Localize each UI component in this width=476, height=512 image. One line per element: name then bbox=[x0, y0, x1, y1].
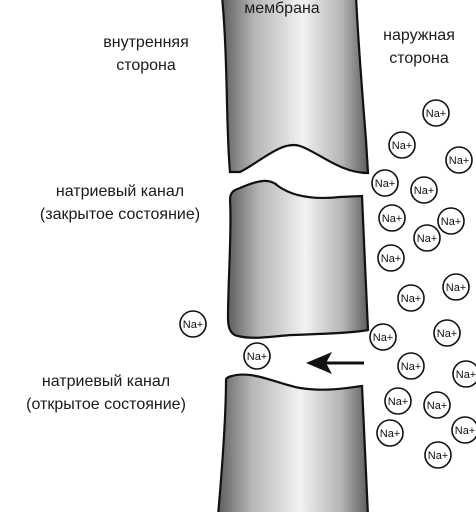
open-channel-label-line2: (открытое состояние) bbox=[26, 396, 186, 413]
open-channel-label-line1: натриевый канал bbox=[42, 373, 170, 390]
svg-text:Na+: Na+ bbox=[414, 185, 435, 197]
na-ion: Na+ bbox=[397, 352, 425, 380]
na-ion-inside: Na+ bbox=[179, 310, 207, 338]
na-ion: Na+ bbox=[452, 360, 476, 388]
na-ion: Na+ bbox=[369, 323, 397, 351]
svg-text:Na+: Na+ bbox=[382, 213, 403, 225]
svg-text:Na+: Na+ bbox=[401, 361, 422, 373]
svg-text:Na+: Na+ bbox=[441, 216, 462, 228]
na-ion: Na+ bbox=[423, 391, 451, 419]
svg-text:Na+: Na+ bbox=[373, 332, 394, 344]
svg-text:Na+: Na+ bbox=[455, 425, 476, 437]
na-ion: Na+ bbox=[376, 419, 404, 447]
na-ion: Na+ bbox=[442, 273, 470, 301]
closed-channel-label-line1: натриевый канал bbox=[56, 183, 184, 200]
svg-text:Na+: Na+ bbox=[456, 369, 476, 381]
svg-text:Na+: Na+ bbox=[392, 140, 413, 152]
na-ion: Na+ bbox=[433, 319, 461, 347]
svg-text:Na+: Na+ bbox=[247, 351, 268, 363]
svg-text:Na+: Na+ bbox=[446, 282, 467, 294]
svg-text:Na+: Na+ bbox=[428, 450, 449, 462]
membrane-bottom-block bbox=[217, 373, 369, 512]
svg-text:Na+: Na+ bbox=[437, 328, 458, 340]
svg-text:Na+: Na+ bbox=[401, 293, 422, 305]
svg-text:Na+: Na+ bbox=[380, 428, 401, 440]
svg-text:Na+: Na+ bbox=[417, 233, 438, 245]
na-ion: Na+ bbox=[422, 99, 450, 127]
na-ion: Na+ bbox=[388, 131, 416, 159]
sodium-ions: Na+ Na+ Na+ Na+ Na+ Na+ Na+ Na+ Na+ Na+ … bbox=[179, 99, 476, 469]
outer-side-label-line1: наружная bbox=[383, 27, 455, 44]
na-ion: Na+ bbox=[413, 224, 441, 252]
closed-channel-label-line2: (закрытое состояние) bbox=[40, 206, 200, 223]
svg-text:Na+: Na+ bbox=[449, 155, 470, 167]
na-ion: Na+ bbox=[384, 387, 412, 415]
na-ion: Na+ bbox=[377, 244, 405, 272]
svg-text:Na+: Na+ bbox=[427, 400, 448, 412]
svg-text:Na+: Na+ bbox=[426, 108, 447, 120]
na-ion: Na+ bbox=[397, 284, 425, 312]
outer-side-label-line2: сторона bbox=[389, 50, 449, 67]
svg-text:Na+: Na+ bbox=[183, 319, 204, 331]
na-ion: Na+ bbox=[437, 207, 465, 235]
membrane-label: мембрана bbox=[244, 0, 320, 17]
na-ion-in-channel: Na+ bbox=[243, 342, 271, 370]
na-ion: Na+ bbox=[424, 441, 452, 469]
na-ion: Na+ bbox=[371, 169, 399, 197]
svg-text:Na+: Na+ bbox=[388, 396, 409, 408]
na-ion: Na+ bbox=[378, 204, 406, 232]
membrane-middle-block bbox=[226, 179, 370, 339]
na-ion: Na+ bbox=[451, 416, 476, 444]
svg-text:Na+: Na+ bbox=[375, 178, 396, 190]
na-ion: Na+ bbox=[410, 176, 438, 204]
inner-side-label-line1: внутренняя bbox=[103, 34, 188, 51]
ion-flow-arrow bbox=[306, 352, 364, 374]
membrane-top-block bbox=[221, 0, 370, 175]
inner-side-label-line2: сторона bbox=[116, 57, 176, 74]
svg-text:Na+: Na+ bbox=[381, 253, 402, 265]
na-ion: Na+ bbox=[445, 146, 473, 174]
